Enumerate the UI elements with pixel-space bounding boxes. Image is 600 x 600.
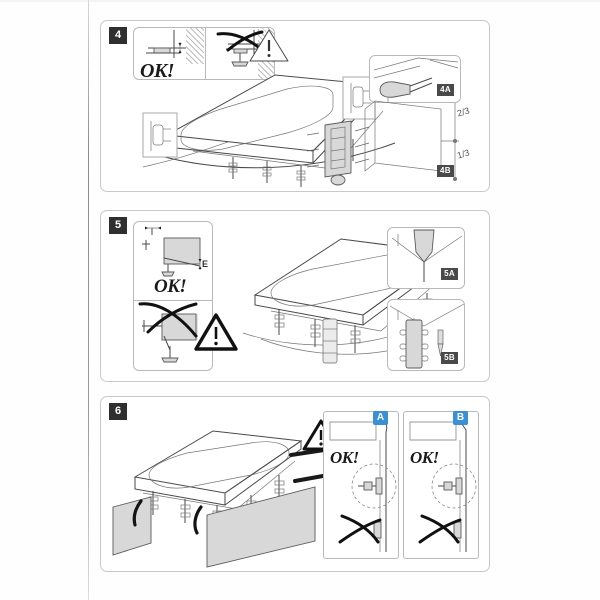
leg-height-incorrect-diagram bbox=[138, 302, 198, 363]
step-panel-5: 5 E OK! bbox=[100, 210, 490, 382]
leg-height-correct-diagram bbox=[142, 226, 202, 277]
panel-clip-diagram-B bbox=[409, 417, 477, 552]
drill-icon-4A bbox=[373, 57, 459, 102]
detail-panel-5A: 5A bbox=[387, 227, 465, 289]
dimension-label-E: E bbox=[202, 259, 209, 269]
detail-badge-5B: 5B bbox=[441, 352, 458, 364]
step-number-badge-4: 4 bbox=[109, 27, 127, 44]
wall-hatch-left bbox=[186, 28, 204, 64]
warning-triangle-icon-step4 bbox=[249, 29, 289, 62]
bathtub-with-panels-illustration bbox=[112, 430, 375, 568]
detail-letter-badge-B: B bbox=[453, 411, 468, 425]
detail-4B-bracket-illustration bbox=[306, 100, 459, 186]
dimension-label-one-third: 1/3 bbox=[455, 147, 471, 161]
detail-badge-5A: 5A bbox=[441, 268, 458, 280]
step5-ok-wrong-inset: E OK! bbox=[133, 221, 213, 371]
leg-assembly-icon-5B bbox=[389, 303, 464, 369]
ok-label-step5: OK! bbox=[154, 276, 187, 297]
bracket-correct-diagram bbox=[146, 30, 186, 58]
inset-divider-step5 bbox=[134, 300, 212, 301]
step-number-badge-6: 6 bbox=[109, 403, 127, 420]
detail-badge-4B: 4B bbox=[437, 165, 454, 177]
drill-floor-icon-5A bbox=[391, 229, 463, 282]
step-panel-4: 4 OK! bbox=[100, 20, 490, 192]
step-number-badge-5: 5 bbox=[109, 217, 127, 234]
page-top-edge bbox=[0, 0, 600, 2]
detail-badge-4A: 4A bbox=[437, 84, 454, 96]
warning-triangle-icon-step5 bbox=[194, 313, 238, 351]
dimension-label-two-thirds: 2/3 bbox=[455, 105, 471, 119]
step-panel-6: 6 bbox=[100, 396, 490, 572]
detail-letter-badge-A: A bbox=[373, 411, 388, 425]
ok-label-detail-A: OK! bbox=[330, 448, 359, 467]
detail-panel-A: OK! bbox=[323, 411, 399, 559]
panel-clip-diagram-A bbox=[329, 417, 397, 552]
inset-divider bbox=[205, 28, 206, 79]
page-binding-line bbox=[88, 0, 89, 600]
detail-panel-B: OK! bbox=[403, 411, 479, 559]
detail-panel-4A: 4A bbox=[369, 55, 461, 103]
detail-panel-5B: 5B bbox=[387, 299, 465, 371]
ok-label-step4: OK! bbox=[140, 60, 175, 80]
ok-label-detail-B: OK! bbox=[410, 448, 439, 467]
